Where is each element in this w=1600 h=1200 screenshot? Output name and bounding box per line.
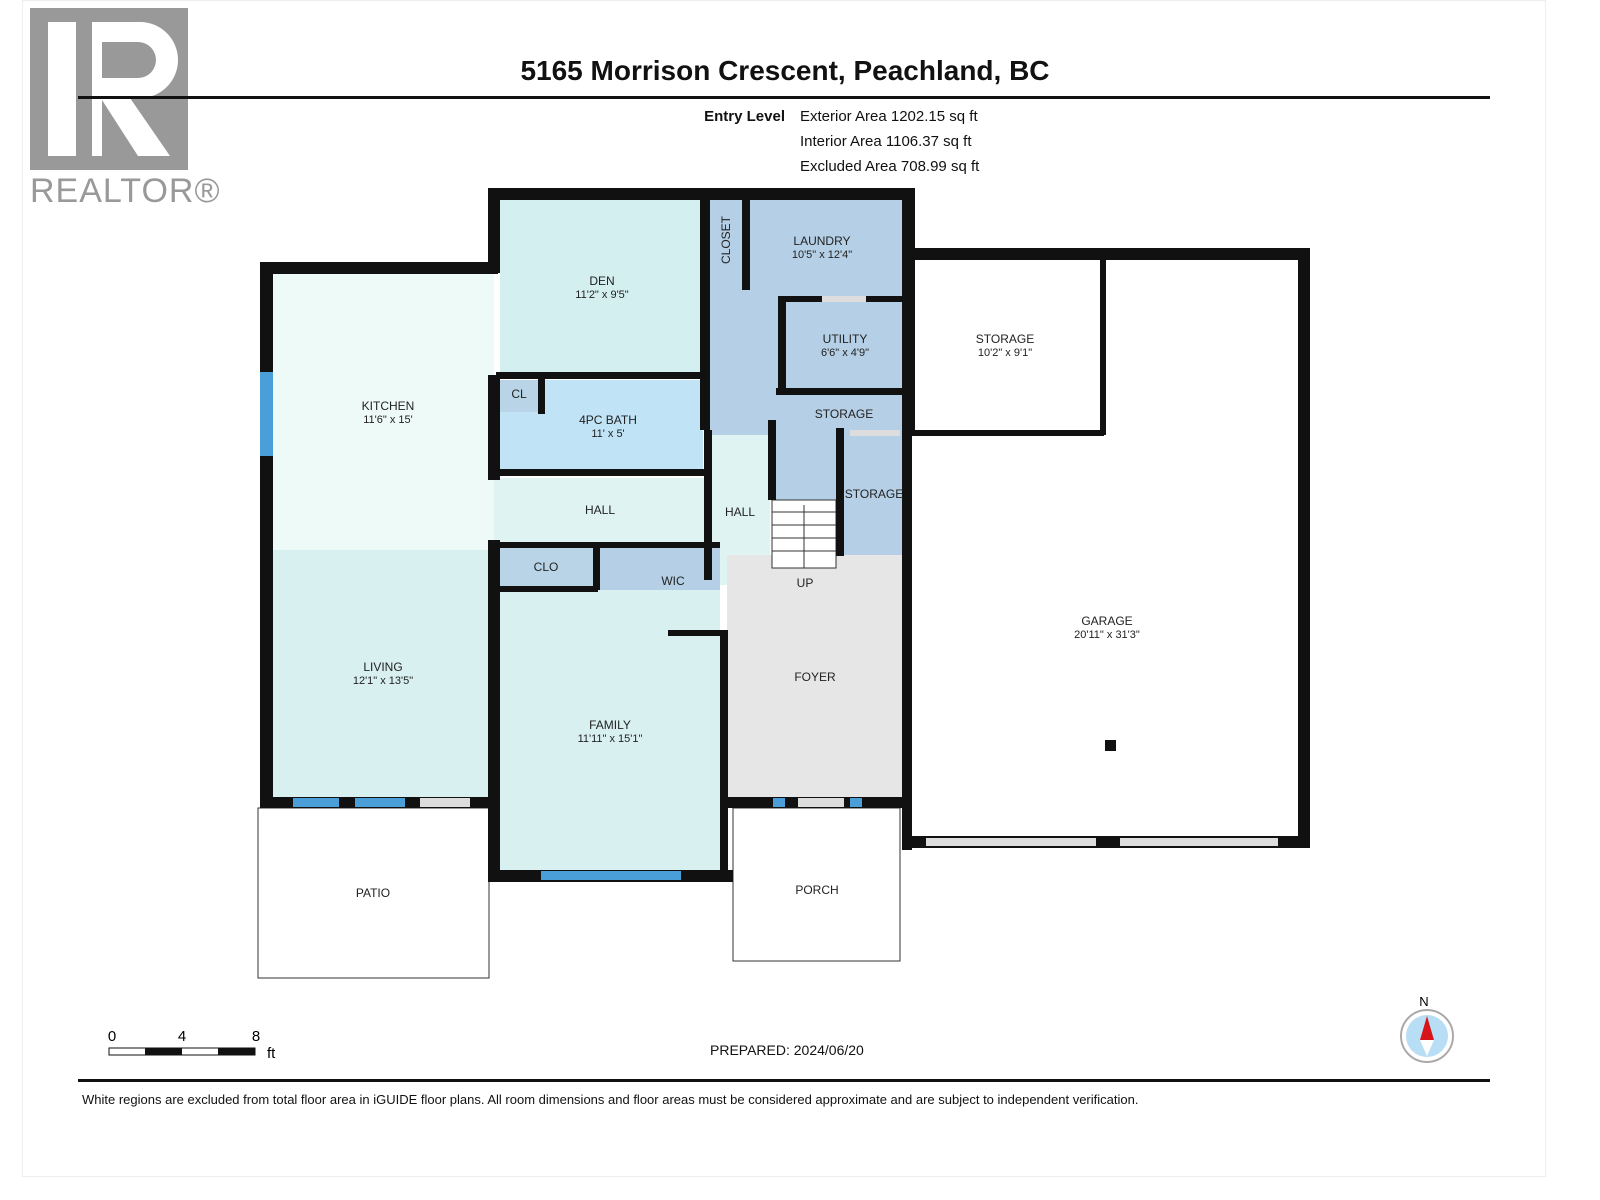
den-room (500, 200, 706, 375)
footer-divider (78, 1079, 1490, 1082)
scale-tick-4: 4 (178, 1028, 186, 1045)
family-label: FAMILY (589, 718, 631, 732)
closet-label: CLOSET (719, 215, 733, 264)
scale-bar: 0 4 8 ft (108, 1028, 276, 1062)
foyer-label: FOYER (794, 670, 836, 684)
porch-label: PORCH (795, 883, 838, 897)
garage-dim: 20'11" x 31'3" (1074, 629, 1140, 641)
realtor-logo-text: REALTOR® (30, 172, 221, 210)
exterior-area: Exterior Area 1202.15 sq ft (800, 108, 978, 125)
utility-dim: 6'6" x 4'9" (821, 347, 869, 359)
scale-tick-8: 8 (252, 1028, 260, 1045)
patio-area (257, 807, 490, 979)
clo-label: CLO (534, 560, 559, 574)
porch-area (732, 807, 901, 962)
foyer-room (727, 555, 905, 797)
bath-dim: 11' x 5' (591, 428, 624, 440)
compass-north-label: N (1419, 994, 1428, 1009)
excluded-area: Excluded Area 708.99 sq ft (800, 158, 980, 175)
patio-label: PATIO (356, 886, 390, 900)
up-label: UP (797, 576, 814, 590)
storage-dim: 10'2" x 9'1" (978, 347, 1032, 359)
living-dim: 12'1" x 13'5" (353, 675, 413, 687)
scale-tick-0: 0 (108, 1028, 116, 1045)
footer-disclaimer: White regions are excluded from total fl… (82, 1092, 1139, 1107)
den-dim: 11'2" x 9'5" (575, 289, 628, 301)
door-openings (420, 296, 1278, 846)
garage-label: GARAGE (1081, 614, 1132, 628)
bath-label: 4PC BATH (579, 413, 637, 427)
family-room (500, 590, 720, 870)
cl-room (500, 380, 538, 412)
cl-label: CL (511, 387, 527, 401)
family-dim: 11'11" x 15'1" (578, 733, 643, 745)
kitchen-label: KITCHEN (362, 399, 415, 413)
level-name: Entry Level (704, 108, 785, 125)
stairs (771, 499, 837, 569)
realtor-logo (30, 8, 190, 178)
clo-room (500, 546, 595, 588)
interior-area: Interior Area 1106.37 sq ft (800, 133, 972, 150)
hall2-label: HALL (725, 505, 755, 519)
kitchen-room (272, 272, 494, 550)
compass-icon: N (1400, 994, 1454, 1063)
title-divider (78, 96, 1490, 99)
kitchen-dim: 11'6" x 15' (363, 414, 413, 426)
den-label: DEN (589, 274, 614, 288)
storage-label: STORAGE (976, 332, 1034, 346)
page-title: 5165 Morrison Crescent, Peachland, BC (520, 55, 1050, 86)
living-label: LIVING (363, 660, 402, 674)
page-frame (22, 0, 1546, 1177)
windows (260, 372, 862, 880)
hall-label: HALL (585, 503, 615, 517)
living-room (272, 550, 494, 798)
storage2-label: STORAGE (815, 407, 873, 421)
laundry-dim: 10'5" x 12'4" (792, 249, 852, 261)
utility-label: UTILITY (823, 332, 868, 346)
scale-unit: ft (267, 1045, 276, 1062)
storage3-label: STORAGE (845, 487, 903, 501)
prepared-date: PREPARED: 2024/06/20 (710, 1042, 864, 1058)
laundry-label: LAUNDRY (793, 234, 850, 248)
hall-room (494, 478, 708, 544)
wic-label: WIC (661, 574, 685, 588)
